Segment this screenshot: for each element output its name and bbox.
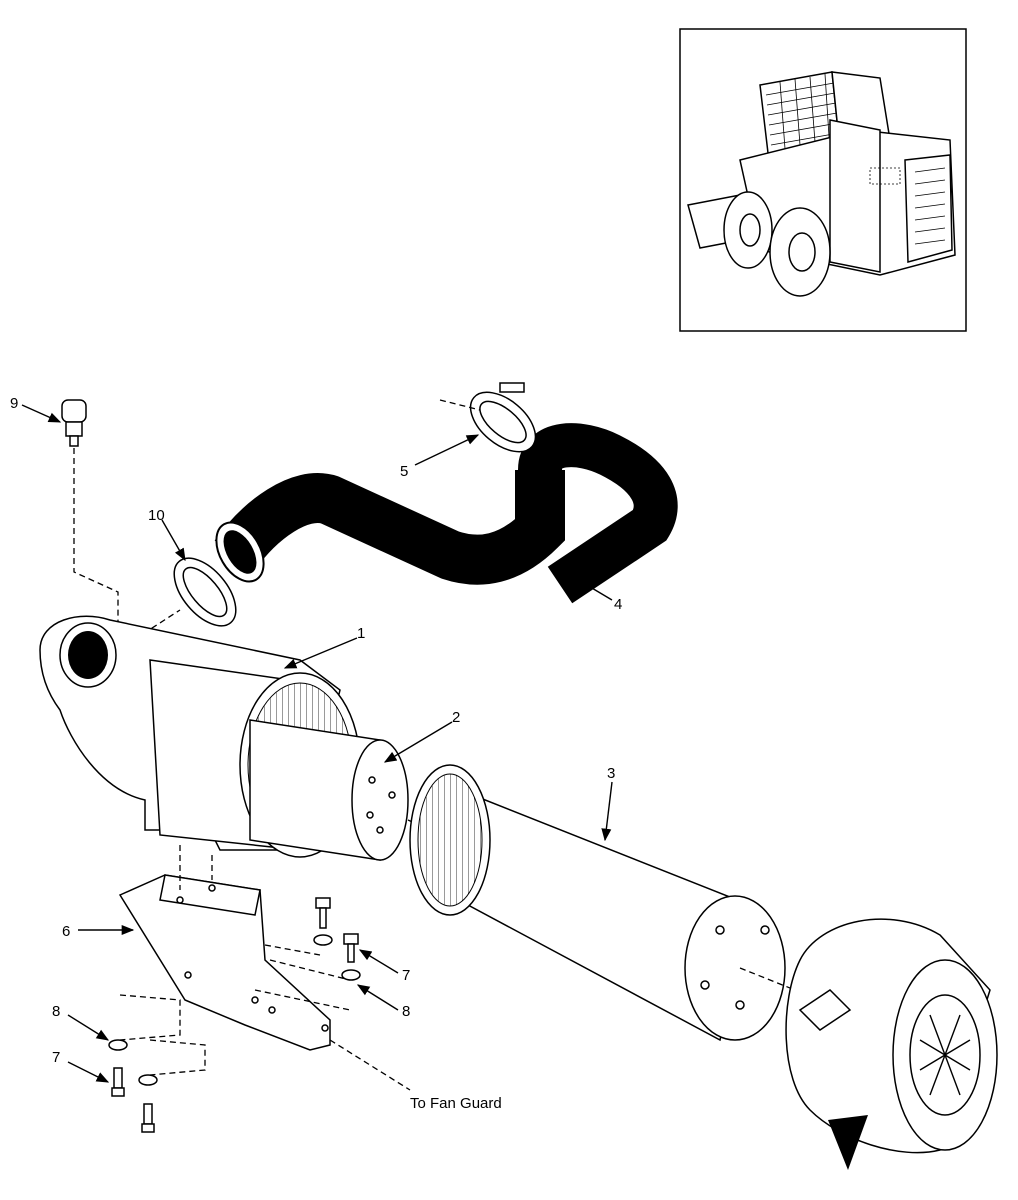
callout-4: 4	[614, 596, 622, 613]
hardware	[108, 897, 361, 1133]
mounting-bracket	[118, 874, 331, 1051]
callout-5: 5	[400, 463, 408, 480]
callout-7-left: 7	[52, 1049, 60, 1066]
hose-clamp-large	[469, 382, 537, 453]
leader-lines	[21, 404, 613, 1083]
callout-1: 1	[357, 625, 365, 642]
primary-filter-element	[409, 764, 786, 1042]
air-intake-hose	[214, 423, 678, 604]
restriction-indicator	[61, 399, 87, 447]
to-fan-guard-note: To Fan Guard	[410, 1095, 502, 1112]
air-cleaner-cover	[785, 918, 998, 1170]
hose-clamp-small	[173, 557, 237, 627]
callout-2: 2	[452, 709, 460, 726]
callout-8-left: 8	[52, 1003, 60, 1020]
callout-6: 6	[62, 923, 70, 940]
safety-filter-element	[249, 719, 409, 861]
callout-3: 3	[607, 765, 615, 782]
callout-7-right: 7	[402, 967, 410, 984]
callout-9: 9	[10, 395, 18, 412]
machine-inset	[679, 28, 967, 332]
callout-8-right: 8	[402, 1003, 410, 1020]
callout-10: 10	[148, 507, 165, 524]
